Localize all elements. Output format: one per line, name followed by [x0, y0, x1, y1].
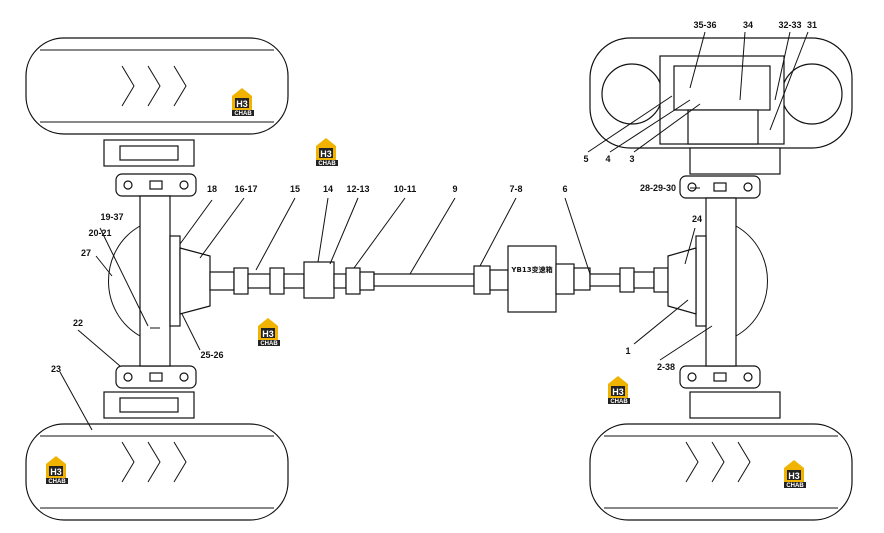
part-label-27: 27 [81, 248, 91, 258]
part-label-4: 4 [605, 154, 610, 164]
tire-top-left [25, 37, 289, 135]
svg-text:H3: H3 [50, 467, 62, 477]
part-label-12-13: 12-13 [346, 184, 369, 194]
gearbox: YB13变速箱 [507, 245, 557, 313]
tire-bottom-right [589, 423, 853, 521]
hub-top-right [679, 147, 781, 199]
part-label-25-26: 25-26 [200, 350, 223, 360]
hub-top-left [103, 139, 197, 197]
drive-shaft [209, 261, 509, 299]
axle-housing-left [108, 195, 211, 367]
part-label-9: 9 [452, 184, 457, 194]
svg-text:CHAB: CHAB [610, 399, 628, 405]
hub-bottom-left [103, 365, 197, 419]
part-label-1: 1 [625, 346, 630, 356]
part-label-32-33: 32-33 [778, 20, 801, 30]
svg-text:H3: H3 [262, 329, 274, 339]
tire-bottom-left [25, 423, 289, 521]
part-label-34: 34 [743, 20, 753, 30]
svg-text:CHAB: CHAB [234, 111, 252, 117]
part-label-15: 15 [290, 184, 300, 194]
part-label-10-11: 10-11 [394, 184, 417, 194]
logo-icon: H3 CHAB [46, 456, 68, 485]
svg-text:CHAB: CHAB [318, 161, 336, 167]
svg-text:H3: H3 [612, 387, 624, 397]
logo-icon: H3 CHAB [258, 318, 280, 347]
svg-text:CHAB: CHAB [260, 341, 278, 347]
part-label-20-21: 20-21 [88, 228, 111, 238]
part-label-31: 31 [807, 20, 817, 30]
part-label-3: 3 [629, 154, 634, 164]
part-label-22: 22 [73, 318, 83, 328]
tire-top-right [589, 37, 853, 149]
gearbox-label: YB13变速箱 [510, 265, 552, 274]
part-label-16-17: 16-17 [234, 184, 257, 194]
svg-text:H3: H3 [788, 471, 800, 481]
logo-watermarks: H3 CHAB H3 CHAB H3 CHAB H3 CHAB [46, 88, 806, 489]
hub-bottom-right [679, 365, 781, 419]
logo-icon: H3 CHAB [316, 138, 338, 167]
drive-shaft-right [555, 263, 669, 295]
part-label-23: 23 [51, 364, 61, 374]
part-label-19-37: 19-37 [100, 212, 123, 222]
logo-icon: H3 CHAB [232, 88, 254, 117]
axle-housing-right [667, 197, 768, 367]
part-labels: 35-36 34 32-33 31 5 4 3 28-29-30 18 16-1… [51, 20, 817, 374]
part-label-6: 6 [562, 184, 567, 194]
logo-icon: H3 CHAB [784, 460, 806, 489]
part-label-24: 24 [692, 214, 702, 224]
part-label-7-8: 7-8 [509, 184, 522, 194]
svg-text:H3: H3 [320, 149, 332, 159]
svg-text:CHAB: CHAB [786, 483, 804, 489]
svg-text:H3: H3 [236, 99, 248, 109]
part-label-14: 14 [323, 184, 333, 194]
leader-lines [59, 31, 809, 431]
part-label-2-38: 2-38 [657, 362, 675, 372]
part-label-35-36: 35-36 [693, 20, 716, 30]
svg-text:CHAB: CHAB [48, 479, 66, 485]
logo-icon: H3 CHAB [608, 376, 630, 405]
part-label-18: 18 [207, 184, 217, 194]
part-label-28-29-30: 28-29-30 [640, 183, 676, 193]
part-label-5: 5 [583, 154, 588, 164]
